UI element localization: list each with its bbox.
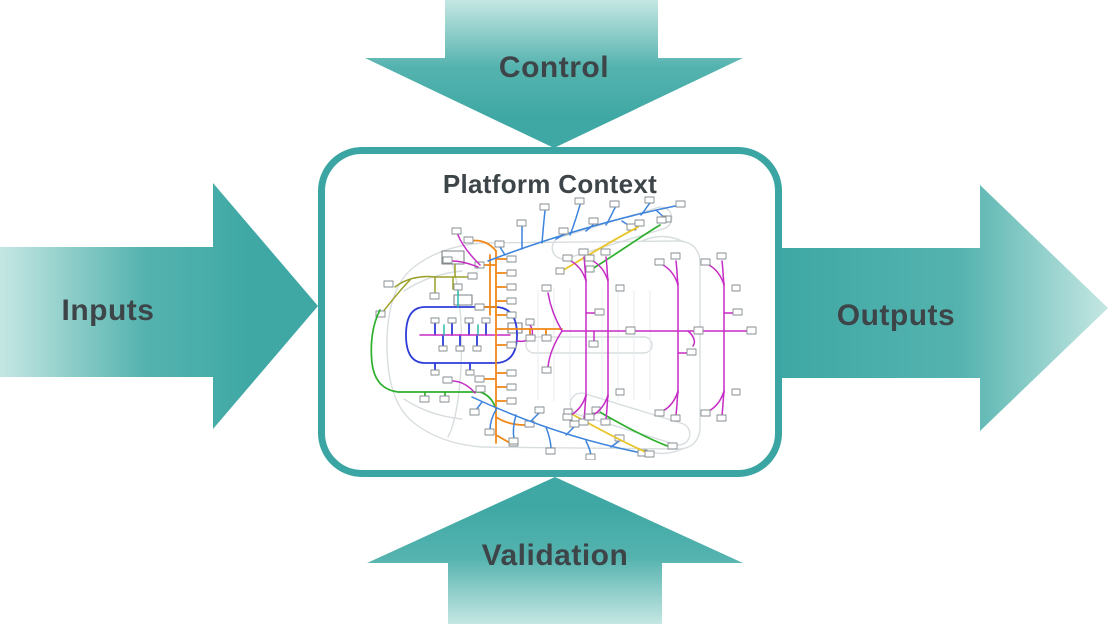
validation-arrow: [367, 477, 743, 624]
inputs-label: Inputs: [61, 294, 155, 327]
car-body-outline: [386, 206, 701, 455]
outputs-arrow: [782, 185, 1108, 431]
inputs-arrow: [0, 183, 318, 429]
front-green-harness: [370, 309, 497, 410]
front-olive-harness: [375, 264, 478, 318]
control-label: Control: [498, 51, 610, 84]
engine-teal-stubs: [443, 283, 479, 336]
roof-harness-bottom: [469, 396, 648, 460]
outputs-label: Outputs: [836, 299, 956, 332]
firewall-orange-trunk: [463, 236, 563, 447]
validation-label: Validation: [481, 539, 629, 572]
control-arrow: [365, 0, 743, 148]
a-pillar-cluster-top: [442, 227, 481, 268]
platform-context-title: Platform Context: [442, 169, 658, 199]
a-pillar-cluster-bottom: [442, 376, 476, 394]
platform-context-box: Platform Context: [318, 147, 782, 477]
front-door-outline: [551, 206, 673, 260]
car-wiring-harness-diagram: [370, 196, 757, 460]
roof-harness-top: [487, 196, 686, 262]
rear-magenta-network: [541, 248, 757, 426]
door-lines-bottom: [563, 406, 678, 458]
rear-door-outline: [569, 392, 691, 446]
